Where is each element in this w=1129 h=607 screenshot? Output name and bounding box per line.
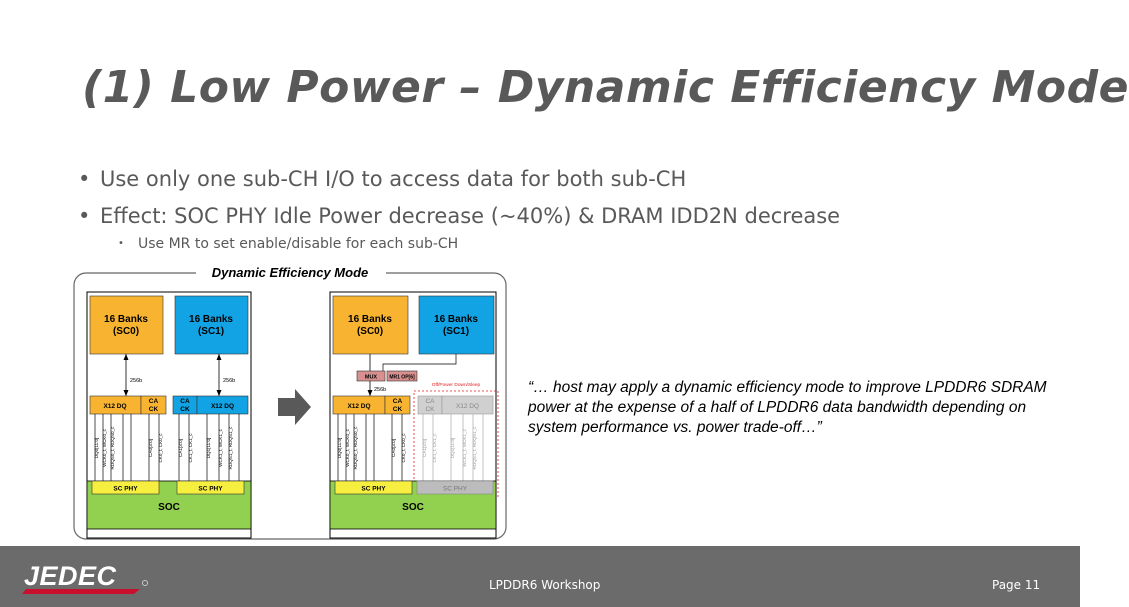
signal-label: WCK1_t, WCK1_c	[462, 428, 467, 466]
signal-label: CK0_t, CK0_c	[158, 433, 163, 463]
mux-label: MUX	[365, 375, 378, 381]
signal-label: RDQS0_t, RDQS0_c	[353, 426, 358, 470]
ck-label: CK	[393, 406, 403, 413]
ca-label: CA	[149, 398, 159, 405]
signal-label: CK1_t, CK1_c	[188, 433, 193, 463]
bank-sc0-label: 16 Banks	[104, 314, 148, 325]
bank-sc1-label: 16 Banks	[189, 314, 233, 325]
sub-bullet-item: •Use MR to set enable/disable for each s…	[118, 236, 459, 252]
sc-phy-block	[91, 480, 160, 495]
signal-label: DQ1[11:0]	[450, 438, 455, 459]
registered-mark-icon	[142, 580, 148, 586]
soc-label: SOC	[158, 502, 180, 513]
bullet-item: •Use only one sub-CH I/O to access data …	[78, 167, 687, 191]
quote-text: “… host may apply a dynamic efficiency m…	[528, 379, 1047, 436]
bank-sc0-sub: (SC0)	[113, 326, 139, 337]
phy-label: SC PHY	[198, 486, 223, 493]
phy-label: SC PHY	[113, 486, 138, 493]
ca-label: CA	[425, 398, 435, 405]
ca-label: CA	[393, 398, 403, 405]
dynamic-efficiency-diagram: Dynamic Efficiency Mode 16 Banks (SC0) 1…	[73, 265, 507, 540]
right-panel: 16 Banks (SC0) 16 Banks (SC1) MUX MR1 OP…	[329, 291, 499, 539]
bank-sc1-sub: (SC1)	[443, 326, 469, 337]
dq-label: X12 DQ	[347, 403, 370, 410]
dq-label: X12 DQ	[211, 403, 234, 410]
bank-sc0-label: 16 Banks	[348, 314, 392, 325]
bank-sc1-label: 16 Banks	[434, 314, 478, 325]
diagram-title: Dynamic Efficiency Mode	[212, 265, 369, 280]
signal-label: DQ0[11:0]	[94, 438, 99, 459]
signal-label: DQ1[11:0]	[206, 438, 211, 459]
mr-block	[386, 370, 418, 382]
signal-label: CK1_t, CK1_c	[432, 433, 437, 463]
ck-label: CK	[425, 406, 435, 413]
dq-block-sc1	[196, 395, 249, 415]
phy-label: SC PHY	[443, 486, 468, 493]
page-number: Page 11	[992, 578, 1041, 592]
signal-label: RDQS1_t, RDQS1_c	[472, 426, 477, 470]
ca-block-sc0	[384, 395, 411, 415]
dq-label: X12 DQ	[103, 403, 126, 410]
sc-phy-block-off	[416, 480, 494, 495]
mux-block	[356, 370, 386, 382]
width-label: 256b	[223, 378, 235, 384]
signal-label: WCK0_t, WCK0_c	[102, 428, 107, 466]
mr-label: MR1 OP[6]	[389, 375, 415, 381]
bullet-item: •Effect: SOC PHY Idle Power decrease (~4…	[78, 204, 841, 228]
signal-label: DQ0[11:0]	[337, 438, 342, 459]
signal-label: CK0_t, CK0_c	[401, 433, 406, 463]
bullet-list: •Use only one sub-CH I/O to access data …	[78, 166, 840, 252]
signal-label: CA1[3:0]	[178, 439, 183, 457]
bullet-text: Use only one sub-CH I/O to access data f…	[100, 167, 687, 191]
signal-label: WCK0_t, WCK0_c	[345, 428, 350, 466]
width-label: 256b	[374, 387, 386, 393]
bank-sc1	[418, 295, 495, 355]
sc-phy-block	[176, 480, 245, 495]
logo-swoosh	[22, 589, 140, 594]
bank-sc0-sub: (SC0)	[357, 326, 383, 337]
dq-block-sc1-off	[441, 395, 494, 415]
width-label: 256b	[130, 378, 142, 384]
signal-label: RDQS1_t, RDQS1_c	[228, 426, 233, 470]
ck-label: CK	[180, 406, 190, 413]
footer-center-text: LPDDR6 Workshop	[489, 578, 601, 592]
bank-sc1-sub: (SC1)	[198, 326, 224, 337]
left-panel: 16 Banks (SC0) 16 Banks (SC1) 256b 256b …	[86, 291, 252, 539]
bank-sc0	[332, 295, 409, 355]
phy-label: SC PHY	[361, 486, 386, 493]
sub-bullet-text: Use MR to set enable/disable for each su…	[138, 236, 459, 252]
signal-label: CA1[3:0]	[422, 439, 427, 457]
ca-label: CA	[180, 398, 190, 405]
signal-label: RDQS0_t, RDQS0_c	[110, 426, 115, 470]
bank-sc0	[89, 295, 164, 355]
ca-block-sc0	[140, 395, 167, 415]
transition-arrow-icon	[278, 389, 311, 425]
signal-label: CA0[3:0]	[148, 439, 153, 457]
jedec-logo: JEDEC	[22, 561, 148, 594]
footer-bar	[0, 546, 1080, 607]
sc-phy-block	[334, 480, 413, 495]
ck-label: CK	[149, 406, 159, 413]
off-label: Off/Power Down/Sleep	[432, 382, 481, 388]
logo-text: JEDEC	[24, 561, 117, 591]
slide-title: (1) Low Power – Dynamic Efficiency Mode	[82, 62, 1129, 113]
signal-label: CA0[3:0]	[391, 439, 396, 457]
bullet-text: Effect: SOC PHY Idle Power decrease (~40…	[100, 204, 841, 228]
signal-label: WCK1_t, WCK1_c	[218, 428, 223, 466]
dq-label: X12 DQ	[456, 403, 479, 410]
bank-sc1	[174, 295, 249, 355]
soc-label: SOC	[402, 502, 424, 513]
